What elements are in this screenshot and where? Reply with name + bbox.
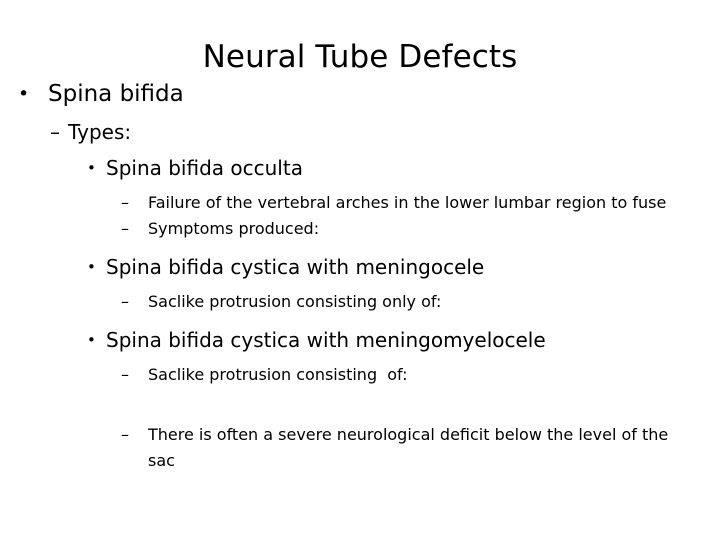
outline-item-level1: • Spina bifida [0,78,720,111]
outline-item-text: There is often a severe neurological def… [148,425,669,470]
outline-item-level4: – There is often a severe neurological d… [0,422,720,474]
bullet-dot-icon: • [87,258,96,276]
outline-item-text: Failure of the vertebral arches in the l… [148,193,667,212]
dash-icon: – [121,219,129,238]
outline-item-text: Spina bifida occulta [106,156,303,180]
outline-item-level4: – Saclike protrusion consisting only of: [0,289,720,315]
outline-item-text: Spina bifida cystica with meningomyeloce… [106,328,546,352]
outline-item-level2: – Types: [0,117,720,147]
dash-icon: – [121,292,129,311]
outline-item-level3: • Spina bifida occulta [0,153,720,184]
outline-item-level4: – Failure of the vertebral arches in the… [0,190,720,216]
outline-item-level3: • Spina bifida cystica with meningomyelo… [0,325,720,356]
bullet-dot-icon: • [87,331,96,349]
page-title: Neural Tube Defects [202,38,518,75]
outline-item-text: Types: [68,120,132,144]
dash-icon: – [121,365,129,384]
dash-icon: – [121,193,129,212]
outline-item-text: Spina bifida [48,81,184,107]
slide-body-outline: • Spina bifida – Types: • Spina bifida o… [0,78,720,474]
outline-item-level4: – Symptoms produced: [0,216,720,242]
outline-item-text: Spina bifida cystica with meningocele [106,255,485,279]
bullet-dot-icon: • [87,159,96,177]
outline-item-text: Saclike protrusion consisting only of: [148,292,442,311]
bullet-dot-icon: • [18,83,30,105]
outline-item-level4: – Saclike protrusion consisting of: [0,362,720,388]
dash-icon: – [50,120,60,144]
outline-item-level3: • Spina bifida cystica with meningocele [0,252,720,283]
dash-icon: – [121,425,129,444]
outline-item-text: Symptoms produced: [148,219,320,238]
outline-item-text: Saclike protrusion consisting of: [148,365,408,384]
